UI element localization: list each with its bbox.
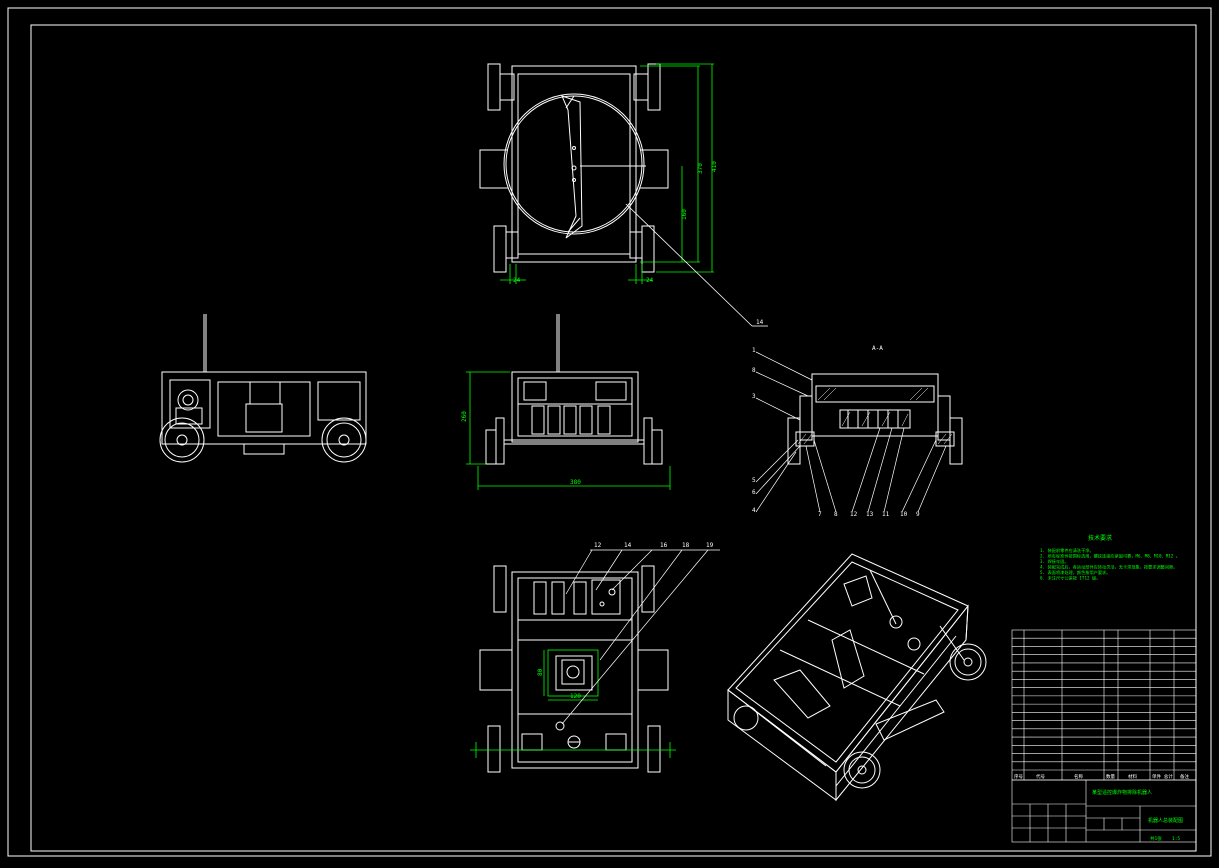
- callout-label: 18: [682, 542, 690, 549]
- callout-label: 8: [834, 511, 838, 518]
- sheet-border: [7, 7, 1212, 857]
- project-title: 某型遥控爆炸物排除机器人: [1092, 789, 1152, 796]
- drawing-title: 机器人总装配图: [1148, 817, 1183, 824]
- callout-label: 9: [916, 511, 920, 518]
- callout-label: 8: [752, 367, 756, 374]
- callout-label: 13: [866, 511, 874, 518]
- plan-leaders: [561, 549, 720, 725]
- callout-label: 6: [752, 489, 756, 496]
- tech-note: 6. 未注尺寸公差按 IT12 级。: [1040, 575, 1100, 582]
- tech-note: 4. 装配完成后，各运动部件应转动灵活，无卡滞现象，按要求调整间隙。: [1040, 564, 1177, 571]
- callout-label: 19: [706, 542, 714, 549]
- section-leaders: [755, 351, 947, 513]
- bom-header-cell: 代号: [1036, 773, 1045, 780]
- top-view: [479, 63, 669, 273]
- bom-header-cell: 名称: [1074, 773, 1083, 780]
- section-callouts-left: 1 8 3 5 6 4: [752, 347, 756, 514]
- callout-label: 3: [752, 393, 756, 400]
- tech-note: 5. 表面喷漆处理，颜色按用户要求。: [1040, 569, 1110, 576]
- callout-label: 11: [882, 511, 890, 518]
- callout-label: 5: [752, 477, 756, 484]
- section-callouts-bottom: 7 8 12 13 11 10 9: [818, 511, 920, 518]
- callout-label: 10: [900, 511, 908, 518]
- left-side-view: [159, 314, 367, 463]
- dim-top-left-small: 24: [513, 277, 521, 284]
- bom-header-cell: 序号: [1014, 773, 1023, 780]
- callout-label: 12: [850, 511, 858, 518]
- sheet-count: 共1张: [1150, 835, 1162, 842]
- plan-view: [479, 565, 669, 773]
- bom-header-cell: 单件 总计: [1152, 773, 1173, 780]
- dim-top-right-small: 24: [646, 277, 654, 284]
- dim-plan-box-w: 120: [570, 693, 581, 700]
- front-view-dimensions: [466, 371, 671, 490]
- tech-note: 2. 所有标准件按国标选用，螺纹连接应紧固可靠，M6、M8、M10、M12 。: [1040, 553, 1180, 560]
- callout-main: 14: [756, 319, 764, 326]
- callout-label: 4: [752, 507, 756, 514]
- isometric-view: [727, 553, 987, 802]
- callout-label: 14: [624, 542, 632, 549]
- bom-header: 序号 代号 名称 数量 材料 单件 总计备注: [1014, 773, 1189, 780]
- bom-header-cell: 备注: [1180, 773, 1189, 780]
- section-label: A-A: [872, 345, 883, 352]
- dim-top-410: 410: [711, 161, 718, 172]
- callout-label: 16: [660, 542, 668, 549]
- callout-label: 1: [752, 347, 756, 354]
- bom-header-cell: 数量: [1106, 773, 1115, 780]
- bom-header-cell: 材料: [1128, 773, 1137, 780]
- callout-label: 12: [594, 542, 602, 549]
- section-view: [787, 373, 963, 465]
- title-block: [1011, 779, 1197, 843]
- leader-14: [625, 203, 768, 327]
- tech-notes-title: 技术要求: [1088, 534, 1112, 542]
- dim-plan-box-h: 80: [537, 668, 544, 676]
- tech-note: 1. 装配前零件应清洗干净。: [1040, 547, 1094, 554]
- front-view: [485, 314, 663, 465]
- tech-notes: 1. 装配前零件应清洗干净。2. 所有标准件按国标选用，螺纹连接应紧固可靠，M6…: [1040, 547, 1180, 582]
- dim-top-160: 160: [681, 209, 688, 220]
- scale-value: 1:5: [1172, 836, 1180, 842]
- dim-front-width: 380: [570, 479, 581, 486]
- bill-of-materials: 序号 代号 名称 数量 材料 单件 总计备注: [1011, 629, 1197, 781]
- section-hatching: [797, 387, 953, 445]
- dim-top-370: 370: [697, 163, 704, 174]
- top-view-dimensions: [500, 63, 714, 284]
- tech-note: 3. 焊接牢固。: [1040, 558, 1069, 565]
- plan-callouts: 12 14 16 18 19: [594, 542, 714, 549]
- callout-label: 7: [818, 511, 822, 518]
- plan-view-dimensions: [470, 649, 676, 758]
- dim-front-height: 260: [461, 411, 468, 422]
